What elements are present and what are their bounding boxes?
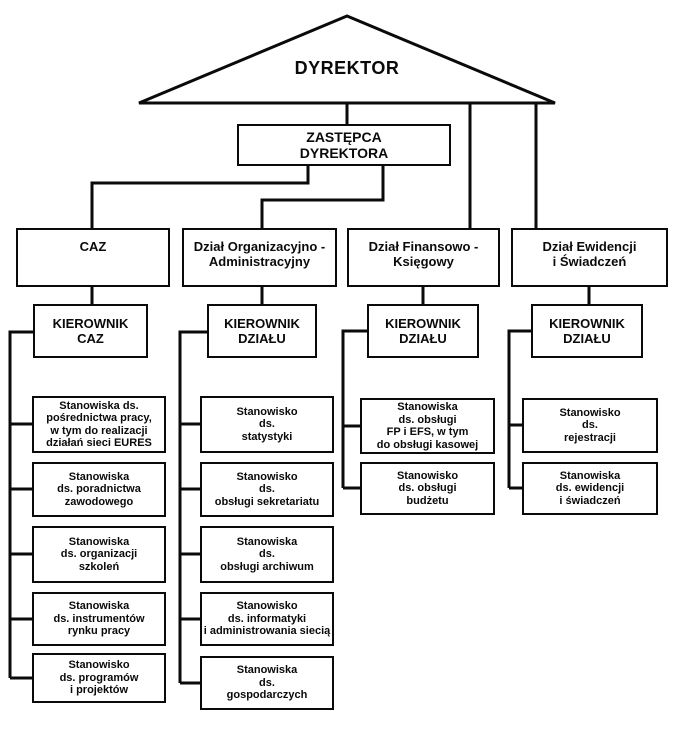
unit-label-line: ds. informatyki [227,612,307,625]
unit-caz-3-box: Stanowiska ds. organizacji szkoleń [32,526,166,583]
unit-label-line: ds. instrumentów [53,612,145,625]
spine-ewd [507,329,531,488]
dept-label-line: CAZ [79,239,107,254]
unit-label-line: Stanowisko [68,659,130,672]
unit-label-line: w tym do realizacji [50,424,148,437]
unit-label-line: do obsługi kasowej [376,438,479,451]
unit-label-line: ds. programów [59,671,139,684]
dept-ewid-swiad-box: Dział Ewidencji i Świadczeń [511,228,668,287]
manager-label-line: DZIAŁU [399,331,447,346]
unit-label-line: pośrednictwa pracy, [46,412,152,424]
unit-label-line: ds. [259,418,275,431]
unit-label-line: i świadczeń [559,494,621,507]
unit-label-line: FP i EFS, w tym [386,426,469,438]
unit-label-line: rejestracji [564,431,616,444]
dept-label-line: Dział Ewidencji [542,239,637,254]
unit-label-line: Stanowiska [397,401,458,413]
unit-caz-5-box: Stanowisko ds. programów i projektów [32,653,166,703]
unit-label-line: statystyki [241,430,293,443]
unit-label-line: Stanowisko [236,405,298,418]
unit-label-line: i projektów [69,684,129,697]
unit-label-line: ds. organizacji [60,548,138,561]
unit-label-line: szkoleń [78,560,120,573]
manager-ewid-swiad-box: KIEROWNIK DZIAŁU [531,304,643,358]
deputy-director-box: ZASTĘPCA DYREKTORA [237,124,451,166]
connector-deputy-dept-caz [90,166,310,228]
unit-label-line: ds. obsługi [398,482,457,495]
manager-label-line: DZIAŁU [563,331,611,346]
unit-label-line: Stanowiska [68,600,130,613]
unit-fin-1-box: Stanowiska ds. obsługi FP i EFS, w tym d… [360,398,495,454]
unit-label-line: Stanowisko [236,470,298,483]
unit-label-line: obsługi sekretariatu [214,495,320,508]
manager-caz-box: KIEROWNIK CAZ [33,304,148,358]
dept-label-line: Księgowy [393,254,454,269]
unit-ewd-2-box: Stanowiska ds. ewidencji i świadczeń [522,462,658,515]
unit-org-1-box: Stanowisko ds. statystyki [200,396,334,453]
unit-org-3-box: Stanowiska ds. obsługi archiwum [200,526,334,583]
unit-caz-2-box: Stanowiska ds. poradnictwa zawodowego [32,462,166,517]
dept-caz-box: CAZ [16,228,170,287]
spine-org [178,330,207,683]
dept-label-line: Dział Organizacyjno - [193,239,326,254]
manager-fin-ksieg-box: KIEROWNIK DZIAŁU [367,304,479,358]
deputy-label-line: DYREKTORA [299,145,389,161]
unit-fin-2-box: Stanowisko ds. obsługi budżetu [360,462,495,515]
manager-label-line: KIEROWNIK [224,316,300,331]
unit-label-line: zawodowego [64,495,134,508]
unit-org-4-box: Stanowisko ds. informatyki i administrow… [200,592,334,646]
manager-org-adm-box: KIEROWNIK DZIAŁU [207,304,317,358]
unit-label-line: obsługi archiwum [220,560,314,573]
unit-label-line: ds. ewidencji [555,482,625,495]
unit-label-line: ds. [259,483,275,496]
deputy-label-line: ZASTĘPCA [306,129,382,145]
unit-label-line: Stanowiska [68,535,130,548]
unit-org-2-box: Stanowisko ds. obsługi sekretariatu [200,462,334,517]
unit-label-line: budżetu [406,494,449,507]
unit-label-line: Stanowiska [236,535,298,548]
unit-label-line: Stanowiska ds. [59,399,139,412]
manager-label-line: KIEROWNIK [52,316,129,331]
unit-label-line: ds. poradnictwa [57,483,141,496]
dept-label-line: i Świadczeń [552,254,627,269]
dept-org-adm-box: Dział Organizacyjno - Administracyjny [182,228,337,287]
unit-label-line: ds. [259,548,275,561]
unit-label-line: ds. [582,419,598,432]
unit-label-line: Stanowisko [236,600,298,613]
unit-label-line: ds. [259,676,275,689]
dept-label-line: Administracyjny [208,254,311,269]
unit-label-line: gospodarczych [226,689,308,702]
unit-label-line: Stanowiska [68,470,130,483]
spine-caz [8,330,33,678]
manager-label-line: KIEROWNIK [549,316,625,331]
unit-label-line: Stanowiska [236,664,298,677]
dept-fin-ksieg-box: Dział Finansowo - Księgowy [347,228,500,287]
unit-org-5-box: Stanowiska ds. gospodarczych [200,656,334,710]
unit-label-line: ds. obsługi [398,413,457,426]
unit-label-line: Stanowisko [559,406,621,419]
unit-caz-4-box: Stanowiska ds. instrumentów rynku pracy [32,592,166,646]
unit-label-line: i administrowania siecią [203,625,331,638]
unit-label-line: działań sieci EURES [46,437,152,449]
unit-label-line: rynku pracy [67,625,131,638]
unit-label-line: Stanowisko [396,469,459,482]
unit-label-line: Stanowiska [559,469,621,482]
director-title: DYREKTOR [294,58,400,78]
unit-caz-1-box: Stanowiska ds. pośrednictwa pracy, w tym… [32,396,166,453]
manager-label-line: DZIAŁU [238,331,286,346]
spine-fin [341,329,367,488]
manager-label-line: CAZ [77,331,104,346]
dept-label-line: Dział Finansowo - [368,239,479,254]
manager-label-line: KIEROWNIK [385,316,461,331]
unit-ewd-1-box: Stanowisko ds. rejestracji [522,398,658,453]
connector-deputy-dept-org [260,166,385,228]
